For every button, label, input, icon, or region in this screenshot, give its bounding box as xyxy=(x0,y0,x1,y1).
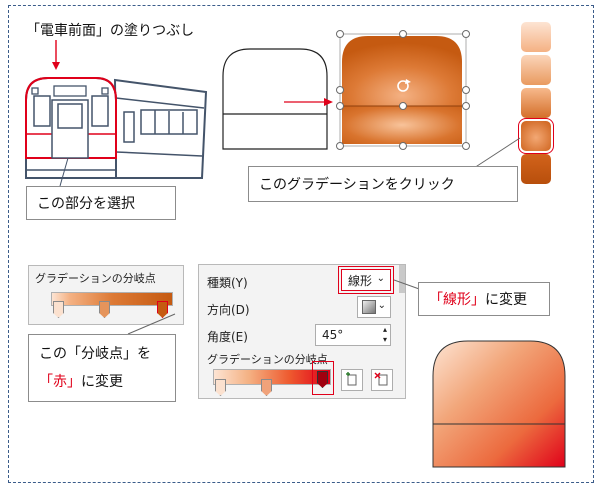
title-label: 「電車前面」の塗りつぶし xyxy=(26,23,195,39)
linear-callout-change-text: に変更 xyxy=(485,292,527,308)
gradient-swatch-1[interactable] xyxy=(521,22,551,52)
gradient-swatch-3[interactable] xyxy=(521,88,551,118)
remove-stop-icon[interactable] xyxy=(371,369,393,391)
stops-label: グラデーションの分岐点 xyxy=(207,353,328,366)
format-shape-panel: 種類(Y) 線形 ⌄ 方向(D) ⌄ 角度(E) 45° ▴▾ グラデーションの… xyxy=(198,264,406,399)
train-illustration xyxy=(25,40,208,187)
result-shape xyxy=(432,340,566,468)
arrow-icon xyxy=(284,98,333,106)
format-stop-3[interactable] xyxy=(317,371,328,388)
gradient-stops-title: グラデーションの分岐点 xyxy=(35,272,156,285)
gradient-stop-2[interactable] xyxy=(99,301,110,318)
gradient-stops-panel: グラデーションの分岐点 xyxy=(28,265,184,325)
format-stop-1[interactable] xyxy=(215,379,226,396)
stop-callout-change-text: に変更 xyxy=(81,374,123,390)
gradient-stop-1[interactable] xyxy=(53,301,64,318)
linear-callout-red-word: 「線形」 xyxy=(429,292,485,308)
add-stop-icon[interactable] xyxy=(341,369,363,391)
gradient-stops-bar[interactable] xyxy=(51,292,173,306)
select-callout-text: この部分を選択 xyxy=(37,196,135,212)
stop-callout-line1: この「分岐点」を xyxy=(39,346,151,362)
gradient-swatch-4-selected[interactable] xyxy=(518,118,554,154)
panel-scrollbar[interactable] xyxy=(399,265,405,293)
dropdown-chevron-icon: ⌄ xyxy=(377,300,386,311)
click-callout: このグラデーションをクリック xyxy=(248,166,518,202)
stop-callout: この「分岐点」を 「赤」に変更 xyxy=(28,334,176,402)
click-callout-text: このグラデーションをクリック xyxy=(259,177,455,193)
format-stop-3-selected[interactable] xyxy=(312,361,334,395)
linear-callout-pointer xyxy=(394,279,423,291)
angle-value: 45° xyxy=(322,328,344,342)
angle-spinner[interactable]: 45° ▴▾ xyxy=(315,324,391,346)
angle-label: 角度(E) xyxy=(207,330,248,344)
spinner-arrows-icon: ▴▾ xyxy=(382,325,387,344)
linear-callout: 「線形」に変更 xyxy=(418,282,550,316)
rotate-handle-icon xyxy=(397,79,411,92)
dashed-frame xyxy=(8,5,594,483)
type-dropdown-value: 線形 xyxy=(348,273,373,288)
direction-dropdown[interactable]: ⌄ xyxy=(357,296,391,318)
gradient-stop-3-selected[interactable] xyxy=(157,301,168,318)
click-callout-pointer xyxy=(473,137,521,169)
select-callout: この部分を選択 xyxy=(26,186,176,220)
type-dropdown[interactable]: 線形 ⌄ xyxy=(338,266,394,294)
gradient-swatch-2[interactable] xyxy=(521,55,551,85)
stop-callout-pointer xyxy=(127,313,176,335)
format-stops-bar[interactable] xyxy=(213,369,331,385)
shape-before xyxy=(222,48,328,150)
direction-label: 方向(D) xyxy=(207,303,250,317)
shape-after-selected[interactable] xyxy=(332,22,472,150)
type-label: 種類(Y) xyxy=(207,276,248,290)
stop-callout-red-word: 「赤」 xyxy=(39,374,81,390)
direction-preview-icon xyxy=(362,300,376,314)
format-stop-2[interactable] xyxy=(261,379,272,396)
stop-callout-line2: 「赤」に変更 xyxy=(39,368,123,396)
gradient-swatch-5[interactable] xyxy=(521,154,551,184)
dropdown-chevron-icon: ⌄ xyxy=(376,273,385,284)
